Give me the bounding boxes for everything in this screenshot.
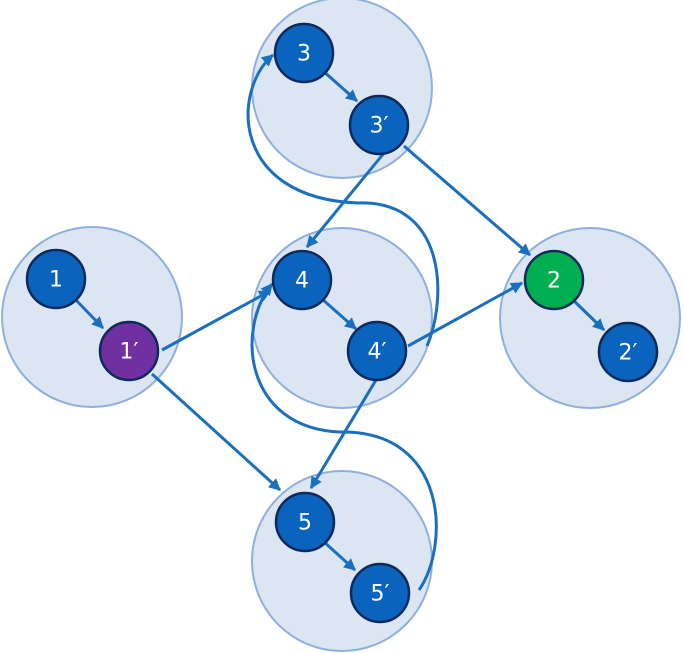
edge-3-3p <box>321 68 358 103</box>
edge-5p-4 <box>250 283 438 591</box>
node-1-label: 1 <box>49 268 63 293</box>
edge-1p-5 <box>150 372 282 492</box>
node-1[interactable]: 1 <box>25 248 87 310</box>
node-3[interactable]: 3 <box>273 22 335 84</box>
node-4-prime-label: 4′ <box>368 340 387 365</box>
node-5-label: 5 <box>298 511 312 536</box>
node-3-prime-circle <box>348 94 410 156</box>
node-3-prime-label: 3′ <box>370 114 389 139</box>
edge-3p-2 <box>403 144 531 257</box>
node-4[interactable]: 4 <box>271 249 333 311</box>
edge-3p-4 <box>305 152 386 248</box>
node-5-prime[interactable]: 5′ <box>349 562 411 624</box>
node-5-prime-label: 5′ <box>371 582 390 607</box>
node-2-circle <box>523 249 585 311</box>
nodes: 1 1′ 3 3′ 4 4′ 2 2′ <box>25 22 659 624</box>
node-2-label: 2 <box>547 269 561 294</box>
edge-1-1p <box>71 295 105 330</box>
edge-1p-4 <box>161 289 272 352</box>
group-circle-5 <box>251 470 433 652</box>
node-2[interactable]: 2 <box>523 249 585 311</box>
node-2-prime[interactable]: 2′ <box>597 321 659 383</box>
edge-4p-2 <box>407 281 524 348</box>
node-3-label: 3 <box>297 42 311 67</box>
edge-4-4p <box>321 297 357 331</box>
node-1-prime-circle <box>98 320 160 382</box>
node-5-prime-circle <box>349 562 411 624</box>
edges <box>71 53 606 591</box>
node-1-prime[interactable]: 1′ <box>98 320 160 382</box>
edge-4p-5 <box>309 379 378 490</box>
node-2-prime-circle <box>597 321 659 383</box>
node-5[interactable]: 5 <box>274 491 336 553</box>
edge-2-2p <box>570 297 606 332</box>
edge-5-5p <box>321 539 357 572</box>
node-1-prime-label: 1′ <box>120 340 139 365</box>
node-4-prime-circle <box>346 320 408 382</box>
node-4-circle <box>271 249 333 311</box>
node-3-prime[interactable]: 3′ <box>348 94 410 156</box>
node-4-prime[interactable]: 4′ <box>346 320 408 382</box>
node-3-circle <box>273 22 335 84</box>
node-1-circle <box>25 248 87 310</box>
node-5-circle <box>274 491 336 553</box>
edge-4p-3 <box>246 53 440 347</box>
node-4-label: 4 <box>295 269 309 294</box>
node-2-prime-label: 2′ <box>619 341 638 366</box>
